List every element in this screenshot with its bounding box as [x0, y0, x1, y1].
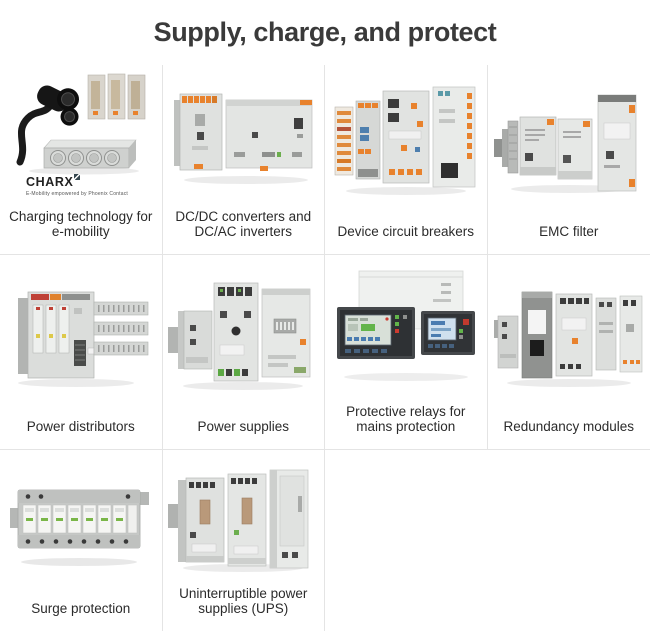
surge-protection-image [9, 489, 149, 567]
tile-art [163, 65, 325, 203]
empty-cell [488, 450, 650, 631]
module-2 [521, 292, 553, 379]
category-label: EMC filter [539, 223, 599, 239]
dc-converters-image [174, 93, 313, 184]
category-label: Protective relays for mains protection [346, 403, 466, 434]
category-label: Device circuit breakers [337, 223, 475, 239]
psu-mid [213, 282, 259, 382]
power-distributors-image [17, 291, 149, 387]
category-label: Charging technology for e-mobility [9, 208, 153, 239]
ev-charging-products-image [16, 73, 146, 175]
charx-brand-text: CHARX [26, 175, 74, 190]
category-label: Redundancy modules [503, 418, 635, 434]
tile-art [163, 255, 325, 413]
relay-device-small [420, 311, 475, 356]
tile-charging-technology[interactable]: CHARX E-Mobility empowered by Phoenix Co… [0, 65, 163, 255]
tile-power-distributors[interactable]: Power distributors [0, 255, 163, 450]
phoenix-contact-logo-icon [74, 174, 81, 181]
surge-plugs [22, 505, 138, 534]
breaker-module-c [432, 87, 476, 188]
tile-art [0, 255, 162, 413]
breaker-module-a [355, 101, 381, 180]
protective-relays-image [336, 270, 475, 382]
tile-surge-protection[interactable]: Surge protection [0, 450, 163, 631]
feedthrough-flange [493, 121, 519, 174]
empty-cell [325, 450, 488, 631]
charx-logo: CHARX E-Mobility empowered by Phoenix Co… [26, 174, 128, 197]
ups-module-mid [227, 473, 267, 567]
ups-image [168, 469, 309, 572]
tile-art [488, 65, 650, 218]
circuit-breakers-image [334, 87, 476, 196]
tile-emc-filter[interactable]: EMC filter [487, 65, 650, 255]
tile-dc-converters[interactable]: DC/DC converters and DC/AC inverters [162, 65, 325, 255]
psu-large [261, 288, 311, 378]
charging-rack [43, 139, 137, 169]
tile-redundancy-modules[interactable]: Redundancy modules [487, 255, 650, 450]
charx-tagline: E-Mobility empowered by Phoenix Contact [26, 191, 129, 198]
tile-art [325, 65, 487, 218]
ev-plug [16, 85, 79, 166]
category-label: Surge protection [31, 600, 131, 616]
module-1 [493, 316, 519, 369]
module-4 [595, 298, 617, 371]
tile-protective-relays[interactable]: Protective relays for mains protection [325, 255, 488, 450]
tile-art [0, 450, 162, 595]
surge-device [9, 489, 149, 549]
redundancy-modules-image [493, 292, 643, 388]
module-3 [555, 294, 593, 377]
power-supplies-image [168, 282, 311, 390]
tile-art [325, 255, 487, 398]
category-label: Power supplies [197, 418, 290, 434]
distributor-body [17, 291, 95, 379]
breaker-module-b [382, 91, 430, 184]
category-grid: CHARX E-Mobility empowered by Phoenix Co… [0, 65, 650, 631]
tile-art [163, 450, 325, 580]
category-label: Uninterruptible power supplies (UPS) [179, 585, 308, 616]
filter-module-c [597, 95, 637, 192]
tile-art: CHARX E-Mobility empowered by Phoenix Co… [0, 65, 162, 203]
page-title: Supply, charge, and protect [153, 17, 497, 47]
terminal-block [334, 107, 354, 176]
converter-module-large [225, 99, 313, 171]
filter-module-b [557, 119, 593, 180]
filter-module-a [519, 117, 557, 176]
emc-filter-image [493, 95, 637, 194]
psu-small [168, 310, 213, 370]
converter-module-small [174, 93, 223, 171]
module-5 [619, 296, 643, 373]
category-label: DC/DC converters and DC/AC inverters [175, 208, 312, 239]
tile-power-supplies[interactable]: Power supplies [162, 255, 325, 450]
tile-art [488, 255, 650, 413]
busbar-rails [93, 301, 149, 356]
tile-circuit-breakers[interactable]: Device circuit breakers [325, 65, 488, 255]
ups-module-left [168, 477, 225, 563]
ups-module-right [269, 469, 309, 569]
charging-controllers [87, 73, 146, 120]
category-label: Power distributors [26, 418, 135, 434]
relay-device-large [336, 307, 415, 360]
tile-ups[interactable]: Uninterruptible power supplies (UPS) [162, 450, 325, 631]
